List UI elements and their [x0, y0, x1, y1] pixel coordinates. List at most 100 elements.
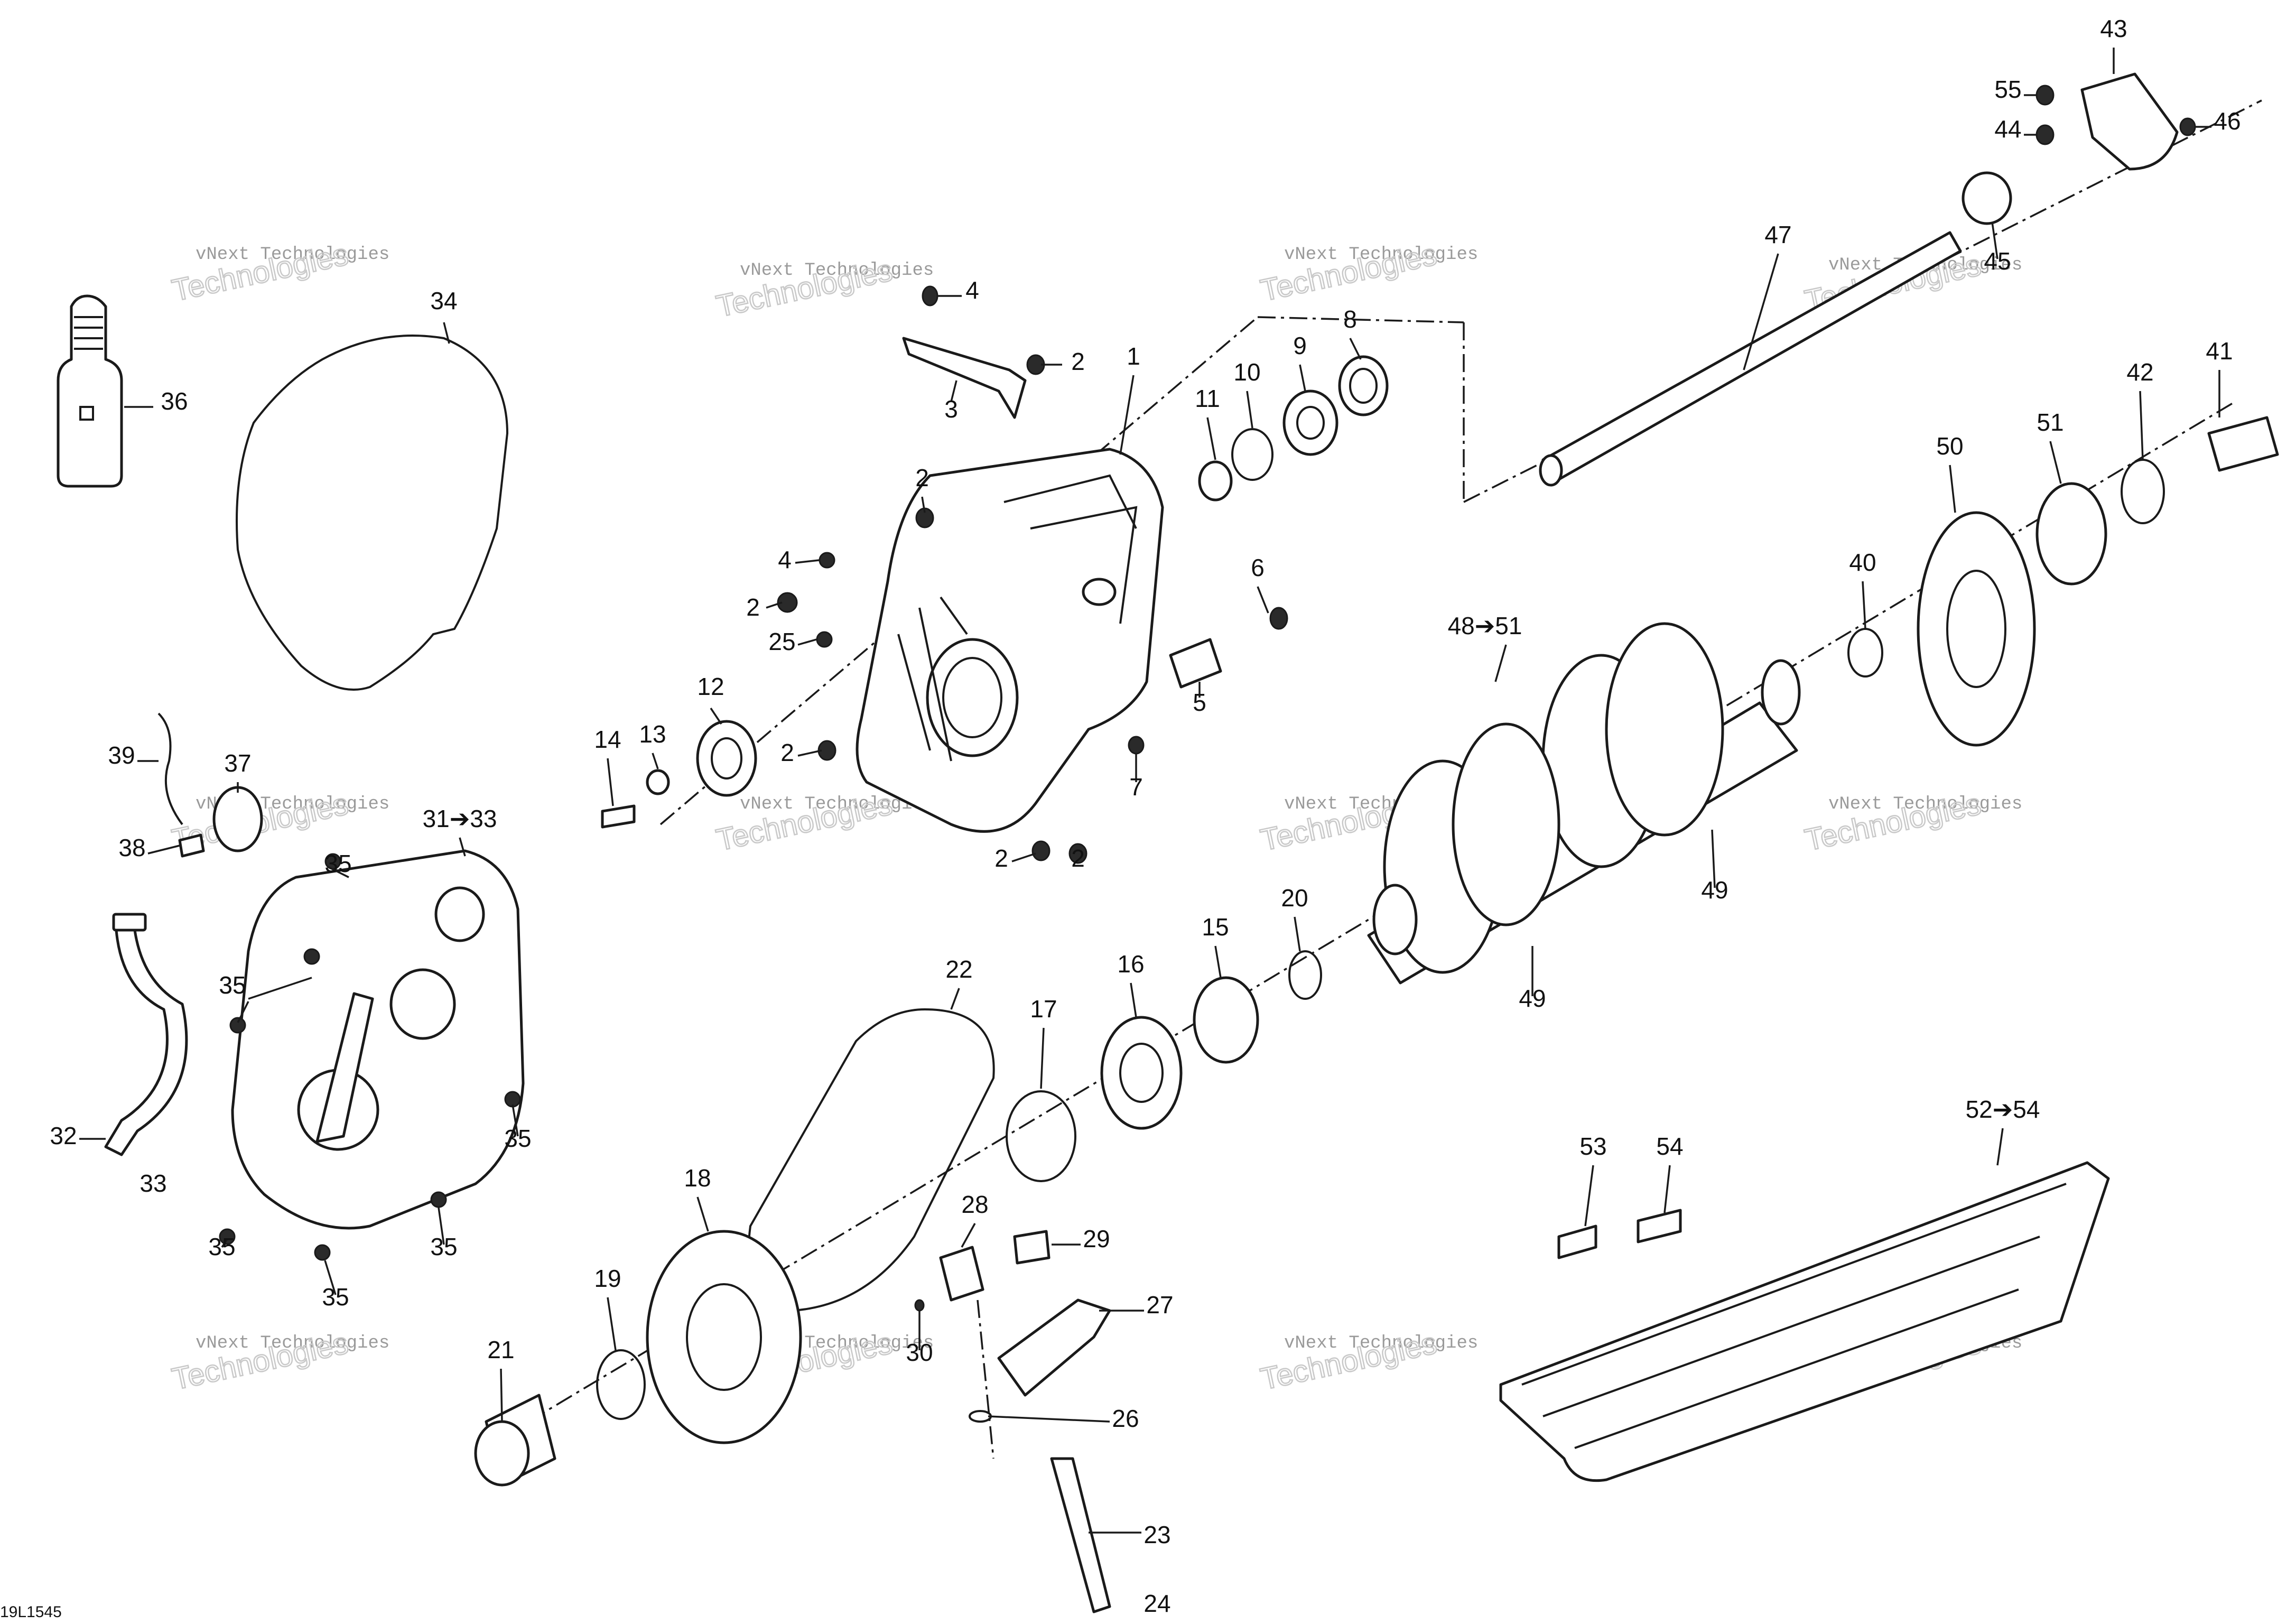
callout-leader	[1257, 586, 1269, 614]
callout-leader	[1996, 1128, 2004, 1166]
callout-label: 20	[1281, 884, 1308, 912]
callout-label: 30	[906, 1339, 933, 1366]
watermark-line1: vNext Technologies	[1828, 794, 2022, 814]
callout-label: 35	[322, 1283, 349, 1311]
callout-label: 4	[778, 546, 792, 573]
upper-axis-return	[1257, 316, 1464, 323]
callout-label: 36	[161, 387, 188, 415]
callout-label: 11	[1195, 385, 1220, 412]
callout-label: 40	[1849, 549, 1876, 576]
callout-label: 32	[50, 1122, 77, 1149]
callout-leader	[921, 496, 926, 513]
callout-leader	[607, 1297, 617, 1351]
callout-leader	[1130, 982, 1137, 1018]
circlip-19	[596, 1349, 646, 1420]
callout-leader	[1743, 253, 1779, 370]
callout-leader	[1294, 916, 1301, 952]
bearing-51	[2035, 482, 2107, 586]
callout-label: 22	[945, 955, 972, 983]
callout-leader	[1991, 221, 1998, 259]
callout-label: 15	[1202, 913, 1229, 941]
callout-label: 35	[219, 971, 246, 999]
callout-label: 1	[1127, 342, 1140, 370]
bearing-16	[1100, 1016, 1183, 1130]
roller-29	[1013, 1230, 1051, 1265]
callout-label: 19	[594, 1265, 621, 1292]
callout-label: 12	[697, 673, 724, 700]
bearing-cover-50	[1917, 511, 2036, 747]
seal-8	[1338, 355, 1389, 416]
callout-label: 35	[430, 1233, 457, 1260]
clip-54	[1637, 1209, 1682, 1243]
callout-leader	[147, 845, 180, 855]
callout-label: 3	[944, 395, 958, 423]
sleeve-41	[2207, 416, 2279, 472]
callout-label: 35	[324, 850, 351, 877]
bearing-21	[474, 1394, 556, 1487]
washer-26	[969, 1410, 992, 1423]
callout-leader	[237, 1001, 249, 1023]
callout-leader	[1494, 644, 1507, 682]
callout-label: 2	[915, 464, 929, 491]
callout-label: 41	[2206, 337, 2233, 365]
traction-insert-52	[1499, 1161, 2110, 1482]
callout-label: 45	[1984, 247, 2011, 275]
gasket-34	[236, 335, 509, 691]
callout-label: 27	[1146, 1291, 1173, 1319]
callout-label: 26	[1112, 1405, 1139, 1432]
callout-leader	[652, 753, 659, 769]
callout-label: 34	[430, 287, 457, 314]
callout-leader	[795, 559, 820, 564]
sprocket-18	[646, 1230, 802, 1444]
outer-cover-31	[231, 849, 525, 1230]
callout-leader	[2049, 441, 2062, 484]
callout-leader	[1949, 465, 1956, 513]
spacer-5	[1169, 638, 1222, 689]
callout-label: 2	[780, 739, 794, 766]
callout-leader	[797, 638, 817, 646]
watermark-line1: vNext Technologies	[196, 245, 389, 265]
callout-leader	[324, 1260, 337, 1295]
seal-45	[1962, 171, 2012, 225]
callout-label: 35	[208, 1233, 235, 1260]
callout-leader	[1584, 1165, 1594, 1227]
callout-label: 21	[487, 1336, 514, 1363]
callout-label: 55	[1994, 76, 2021, 103]
callout-leader	[1349, 338, 1362, 360]
callout-label: 16	[1117, 950, 1144, 978]
callout-label: 54	[1656, 1133, 1683, 1160]
callout-label: 43	[2100, 15, 2127, 42]
callout-leader	[1119, 375, 1135, 455]
callout-leader	[327, 866, 349, 878]
callout-label: 49	[1519, 985, 1546, 1012]
callout-leader	[766, 601, 783, 609]
callout-leader	[248, 977, 312, 1000]
circlip-17	[1006, 1090, 1076, 1182]
callout-label: 23	[1144, 1521, 1170, 1548]
callout-label: 33	[140, 1170, 166, 1197]
ring-15	[1193, 976, 1259, 1064]
callout-label: 25	[768, 628, 795, 655]
callout-label: 4	[965, 276, 979, 304]
callout-label: 47	[1764, 221, 1791, 248]
watermark-line1: vNext Technologies	[1284, 245, 1478, 265]
callout-label: 52➔54	[1966, 1096, 2040, 1123]
callout-label: 35	[219, 971, 246, 999]
callout-label: 38	[118, 834, 145, 861]
callout-leader	[710, 708, 722, 725]
lever-axis	[977, 1300, 994, 1459]
callout-label: 31➔33	[423, 805, 497, 832]
callout-label: 14	[594, 726, 621, 753]
callout-label: 35	[504, 1125, 531, 1152]
bracket-3	[902, 337, 1027, 419]
gear-12	[696, 720, 757, 797]
callout-leader	[950, 988, 960, 1010]
callout-label: 2	[1071, 348, 1085, 375]
callout-label: 29	[1083, 1225, 1110, 1252]
callout-label: 2	[1071, 845, 1085, 872]
callout-leader	[607, 758, 614, 806]
inner-housing-1	[856, 448, 1164, 833]
pin-24	[1050, 1457, 1111, 1613]
o-ring-20	[1288, 950, 1322, 1000]
